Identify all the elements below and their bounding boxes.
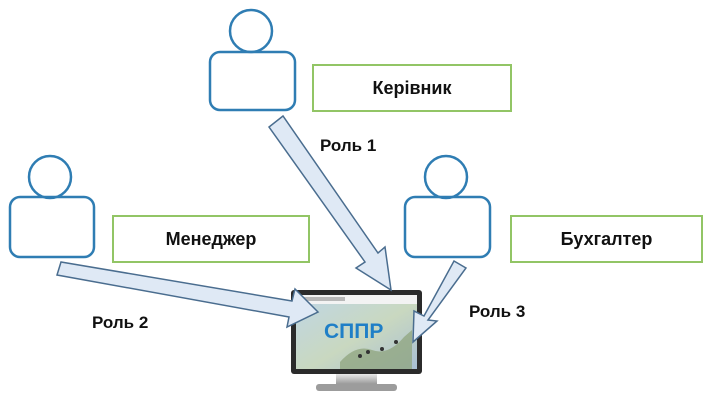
role-box-accountant: Бухгалтер xyxy=(510,215,703,263)
arrow-label-role2: Роль 2 xyxy=(92,313,149,332)
role-box-manager: Менеджер xyxy=(112,215,310,263)
arrow-label-role3: Роль 3 xyxy=(469,302,526,321)
arrow-role3 xyxy=(412,259,468,344)
role-box-head: Керівник xyxy=(312,64,512,112)
role-name-accountant: Бухгалтер xyxy=(560,228,653,249)
monitor-icon xyxy=(291,290,422,391)
arrow-role1 xyxy=(267,114,392,292)
arrow-role2 xyxy=(56,261,320,329)
system-label: СППР xyxy=(324,320,384,343)
arrow-label-role1: Роль 1 xyxy=(320,136,377,155)
user-icon-manager xyxy=(8,154,96,259)
role-name-head: Керівник xyxy=(372,77,452,98)
role-name-manager: Менеджер xyxy=(165,228,257,249)
user-icon-accountant xyxy=(403,154,492,259)
user-icon-head xyxy=(208,8,297,112)
